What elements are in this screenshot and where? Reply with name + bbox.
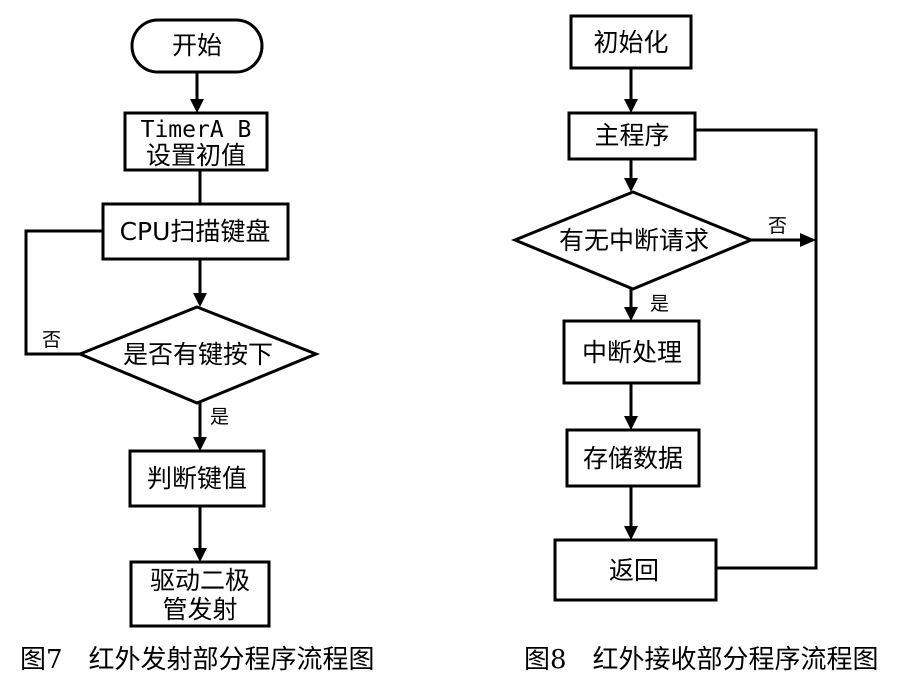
scan-label: CPU扫描键盘 [120, 217, 271, 246]
return-label: 返回 [609, 556, 659, 585]
judge-label: 判断键值 [147, 464, 247, 493]
arrow-head [624, 178, 638, 192]
no-label: 否 [768, 215, 787, 237]
right-flowchart: 初始化 主程序 有无中断请求 否 是 中断处理 存储数据 [511, 14, 879, 675]
judge-key-box [128, 449, 266, 508]
arrow-head [624, 307, 638, 321]
arrow-head [193, 437, 207, 451]
store-label: 存储数据 [583, 444, 683, 473]
interrupt-handling-box [562, 319, 701, 385]
main-program-box [567, 111, 697, 161]
no-label: 否 [42, 329, 61, 351]
drive-label-line2: 管发射 [162, 595, 237, 624]
arrow-head [624, 416, 638, 430]
arrow-head [193, 293, 207, 307]
interrupt-label: 中断处理 [582, 338, 682, 367]
timer-label-line2: 设置初值 [146, 141, 246, 170]
drive-diode-box [129, 560, 271, 628]
return-box [553, 538, 718, 602]
return-loop-line [695, 128, 818, 570]
arrow-head [190, 99, 204, 113]
interrupt-request-decision [511, 190, 755, 291]
left-flowchart: 开始 TimerA B 设置初值 CPU扫描键盘 是否有键按下 否 是 判断键值 [20, 18, 375, 675]
arrow-head [624, 526, 638, 540]
left-caption: 图7 红外发射部分程序流程图 [20, 645, 375, 675]
yes-label: 是 [650, 293, 669, 315]
yes-label: 是 [210, 406, 229, 428]
timer-init-box [123, 111, 269, 172]
drive-label-line1: 驱动二极 [150, 566, 250, 595]
arrow-head [193, 548, 207, 562]
init-label: 初始化 [593, 28, 668, 57]
no-loop-line [24, 229, 103, 356]
timer-label-line1: TimerA B [141, 117, 252, 143]
decision-label: 有无中断请求 [559, 226, 709, 255]
decision-label: 是否有键按下 [123, 340, 273, 369]
arrow-head [800, 233, 816, 247]
start-label: 开始 [172, 31, 222, 60]
right-caption: 图8 红外接收部分程序流程图 [524, 645, 879, 675]
arrow-head [624, 99, 638, 113]
key-pressed-decision [76, 305, 321, 405]
main-label: 主程序 [594, 121, 669, 150]
store-data-box [565, 428, 701, 488]
init-box [569, 14, 693, 70]
